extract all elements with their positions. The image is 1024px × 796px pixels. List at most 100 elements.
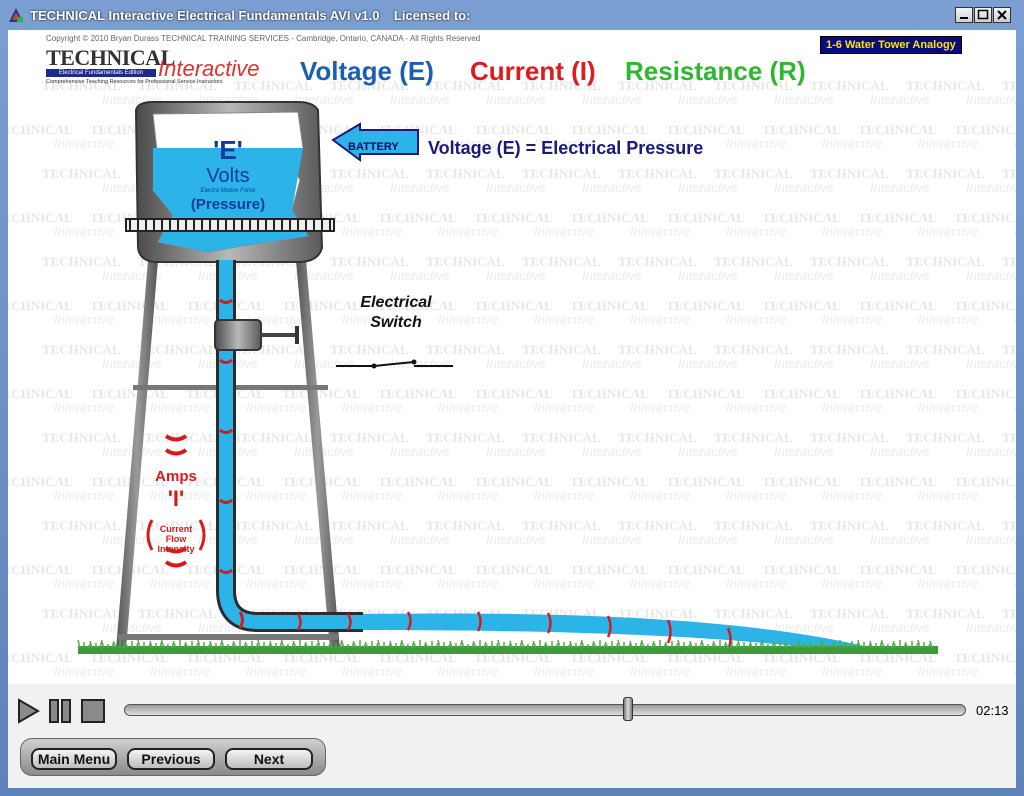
grass-blade bbox=[653, 642, 657, 649]
watermark-text: TECHNICAL bbox=[138, 606, 217, 621]
grass-blade bbox=[713, 642, 717, 649]
grass-blade bbox=[339, 639, 343, 649]
watermark-text: TECHNICAL bbox=[570, 298, 649, 313]
title-bar[interactable]: TECHNICAL Interactive Electrical Fundame… bbox=[0, 0, 1024, 30]
watermark-text: Interactive bbox=[918, 576, 978, 591]
water-pipe bbox=[216, 260, 363, 632]
grass-blade bbox=[185, 643, 189, 649]
grass-blade bbox=[245, 643, 249, 649]
watermark-text: TECHNICAL bbox=[810, 166, 889, 181]
grass-blade bbox=[641, 641, 645, 649]
seek-bar[interactable] bbox=[124, 704, 966, 716]
logo-edition: Electrical Fundamentals Edition bbox=[46, 69, 156, 77]
watermark-text: Interactive bbox=[822, 488, 882, 503]
grass-blade bbox=[377, 639, 381, 649]
watermark-text: Interactive bbox=[582, 92, 642, 107]
grass-blade bbox=[195, 642, 199, 649]
grass-blade bbox=[651, 640, 655, 649]
watermark-text: Interactive bbox=[438, 136, 498, 151]
watermark-text: TECHNICAL bbox=[714, 78, 793, 93]
logo-tagline: Comprehensive Teaching Resources for Pro… bbox=[46, 79, 223, 85]
watermark-text: Interactive bbox=[246, 488, 306, 503]
watermark-text: TECHNICAL bbox=[666, 298, 745, 313]
watermark-text: Interactive bbox=[54, 576, 114, 591]
valve-stem bbox=[261, 333, 297, 337]
watermark-text: Interactive bbox=[582, 356, 642, 371]
watermark-text: Interactive bbox=[870, 620, 930, 635]
grass-blade bbox=[233, 642, 237, 649]
app-icon[interactable] bbox=[8, 7, 24, 23]
grass-blade bbox=[363, 641, 367, 649]
media-controls: 02:13 Main Menu Previous Next bbox=[8, 684, 1016, 788]
grass-blade bbox=[833, 642, 837, 649]
watermark-text: TECHNICAL bbox=[330, 166, 409, 181]
next-button[interactable]: Next bbox=[225, 748, 313, 770]
watermark-text: Interactive bbox=[630, 664, 690, 679]
watermark-text: Interactive bbox=[774, 268, 834, 283]
play-icon[interactable] bbox=[16, 698, 40, 724]
copyright-notice: Copyright © 2010 Bryan Durass TECHNICAL … bbox=[46, 34, 481, 43]
watermark-text: TECHNICAL bbox=[8, 562, 73, 577]
close-button[interactable] bbox=[993, 7, 1011, 23]
stop-icon[interactable] bbox=[80, 698, 106, 724]
grass-blade bbox=[507, 643, 511, 649]
watermark-text: Interactive bbox=[438, 664, 498, 679]
watermark-text: Interactive bbox=[534, 576, 594, 591]
watermark-text: TECHNICAL bbox=[954, 122, 1016, 137]
watermark-text: Interactive bbox=[246, 400, 306, 415]
watermark-text: Interactive bbox=[870, 268, 930, 283]
seek-thumb[interactable] bbox=[623, 697, 634, 721]
current-mark bbox=[219, 298, 233, 304]
pause-icon[interactable] bbox=[48, 698, 72, 724]
watermark-text: TECHNICAL bbox=[474, 386, 553, 401]
watermark-text: Interactive bbox=[966, 532, 1016, 547]
watermark-text: TECHNICAL bbox=[42, 166, 121, 181]
grass-blade bbox=[555, 642, 559, 649]
watermark-text: Interactive bbox=[630, 312, 690, 327]
watermark-text: TECHNICAL bbox=[426, 342, 505, 357]
grass-blade bbox=[711, 640, 715, 649]
watermark-text: TECHNICAL bbox=[762, 210, 841, 225]
previous-button[interactable]: Previous bbox=[127, 748, 215, 770]
watermark-text: TECHNICAL bbox=[282, 562, 361, 577]
amps-label: Amps bbox=[155, 468, 197, 485]
watermark-text: TECHNICAL bbox=[426, 518, 505, 533]
watermark-text: Interactive bbox=[534, 400, 594, 415]
watermark-text: Interactive bbox=[1014, 664, 1016, 679]
watermark-text: TECHNICAL bbox=[330, 254, 409, 269]
watermark-text: Interactive bbox=[390, 532, 450, 547]
watermark-text: TECHNICAL bbox=[618, 430, 697, 445]
grass-blade bbox=[521, 641, 525, 649]
watermark-text: TECHNICAL bbox=[954, 210, 1016, 225]
watermark-text: Interactive bbox=[678, 92, 738, 107]
watermark-text: Interactive bbox=[630, 488, 690, 503]
watermark-text: Interactive bbox=[726, 312, 786, 327]
watermark-text: TECHNICAL bbox=[618, 78, 697, 93]
grass-blade bbox=[87, 643, 91, 649]
amps-i-label: 'I' bbox=[167, 486, 185, 511]
maximize-icon bbox=[977, 9, 989, 20]
grass-blade bbox=[917, 639, 921, 649]
watermark-text: Interactive bbox=[438, 488, 498, 503]
watermark-text: Interactive bbox=[534, 136, 594, 151]
window-title: TECHNICAL Interactive Electrical Fundame… bbox=[30, 8, 471, 23]
minimize-button[interactable] bbox=[955, 7, 973, 23]
watermark-text: TECHNICAL bbox=[330, 78, 409, 93]
watermark-text: TECHNICAL bbox=[234, 78, 313, 93]
tank-pressure-label: (Pressure) bbox=[190, 196, 266, 213]
grass-blade bbox=[783, 641, 787, 649]
watermark-text: Interactive bbox=[630, 136, 690, 151]
watermark-text: Interactive bbox=[390, 92, 450, 107]
watermark-text: TECHNICAL bbox=[714, 342, 793, 357]
maximize-button[interactable] bbox=[974, 7, 992, 23]
grass-blade bbox=[761, 641, 765, 649]
grass-blade bbox=[111, 640, 115, 649]
watermark-text: TECHNICAL bbox=[762, 122, 841, 137]
main-menu-button[interactable]: Main Menu bbox=[31, 748, 117, 770]
watermark-text: Interactive bbox=[1014, 312, 1016, 327]
watermark-text: TECHNICAL bbox=[474, 210, 553, 225]
watermark-text: Interactive bbox=[1014, 576, 1016, 591]
grass-blade bbox=[437, 639, 441, 649]
grass-blade bbox=[137, 639, 141, 649]
grass-blade bbox=[317, 639, 321, 649]
